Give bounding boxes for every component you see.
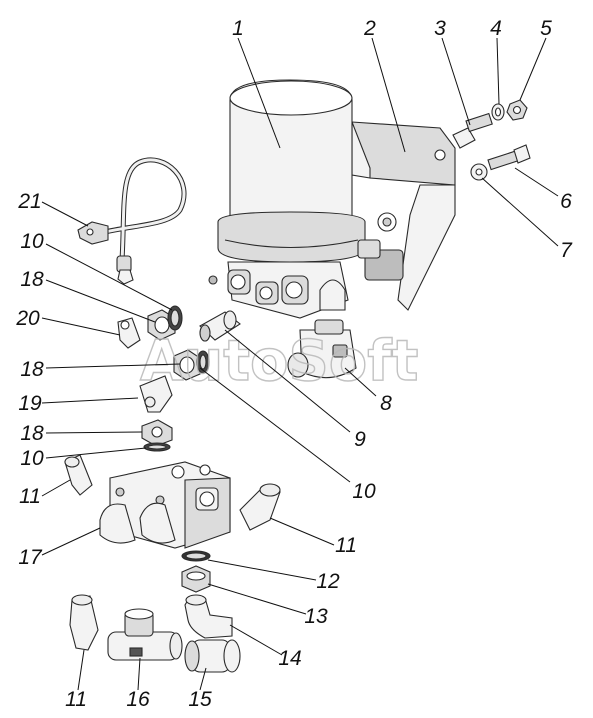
- nut-18-middle: [173, 349, 201, 381]
- callout-18-middle: 18: [20, 358, 44, 381]
- callout-16: 16: [126, 688, 150, 711]
- callout-6: 6: [560, 190, 572, 213]
- callout-2: 2: [363, 17, 376, 40]
- dryer-cartridge: [217, 79, 366, 263]
- fitting-15: [184, 639, 241, 673]
- fitting-9: [199, 310, 241, 342]
- callout-21: 21: [17, 190, 41, 213]
- fitting-11-upper-left: [64, 454, 93, 496]
- bolt-6: [487, 144, 531, 171]
- valve-block-17: [99, 461, 231, 549]
- connector-20: [117, 317, 141, 349]
- callout-10-upper: 10: [20, 230, 44, 253]
- elbow-14: [184, 594, 233, 639]
- dryer-valve-body: [208, 239, 404, 319]
- callout-14: 14: [278, 647, 301, 670]
- callout-19: 19: [18, 392, 42, 415]
- fitting-11-lower-left: [69, 594, 99, 651]
- pipe-sensor-21: [77, 157, 187, 285]
- seal-ring-12: [181, 550, 211, 562]
- callout-12: 12: [316, 570, 340, 593]
- callout-1: 1: [232, 17, 244, 40]
- heater-element: [287, 319, 357, 379]
- tee-16: [107, 608, 183, 661]
- callout-15: 15: [188, 688, 212, 711]
- washer-7: [470, 163, 488, 181]
- seal-ring-10-middle: [196, 350, 210, 374]
- nut-13: [181, 565, 211, 593]
- callout-5: 5: [540, 17, 552, 40]
- nut-5: [506, 99, 528, 121]
- nut-18-lower: [141, 419, 173, 447]
- callout-18-upper: 18: [20, 268, 44, 291]
- seal-ring-10-lower: [143, 442, 171, 452]
- callout-8: 8: [380, 392, 392, 415]
- fitting-11-right: [239, 483, 281, 531]
- bolt-3: [452, 112, 493, 149]
- callout-11-lower: 11: [65, 688, 87, 711]
- watermark-text: AutoSoft: [140, 329, 418, 394]
- callout-7: 7: [560, 239, 573, 262]
- callout-10-right: 10: [352, 480, 376, 503]
- fitting-19: [139, 375, 173, 413]
- callout-3: 3: [434, 17, 446, 40]
- callout-10-lower: 10: [20, 447, 44, 470]
- callout-18-lower: 18: [20, 422, 44, 445]
- callout-17: 17: [18, 546, 43, 569]
- callout-11-right: 11: [335, 534, 357, 557]
- callout-11-upper-left: 11: [19, 485, 41, 508]
- leader-lines: [41, 37, 559, 691]
- mounting-bracket: [351, 121, 456, 311]
- washer-4: [491, 103, 505, 121]
- callout-20: 20: [15, 307, 40, 330]
- callout-labels: 1 2 3 4 5 6 7 8 9 10 10 10 11 11 11 12 1…: [15, 17, 573, 711]
- callout-9: 9: [354, 428, 366, 451]
- callout-13: 13: [304, 605, 328, 628]
- callout-4: 4: [490, 17, 502, 40]
- seal-ring-10-upper: [167, 305, 183, 331]
